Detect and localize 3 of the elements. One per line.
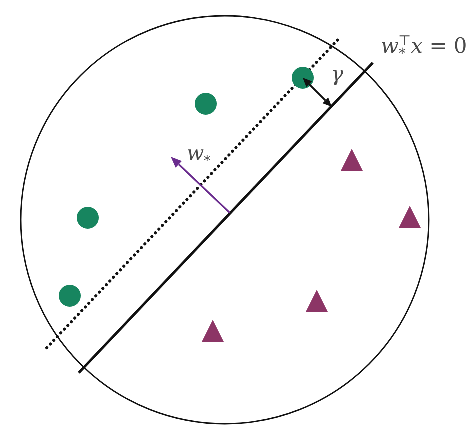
vector-label: w$_{*}$ xyxy=(187,142,211,164)
equation-label: w$_{*}$$^{⊤}$x = 0 xyxy=(381,35,468,58)
margin-label: γ xyxy=(331,63,344,86)
